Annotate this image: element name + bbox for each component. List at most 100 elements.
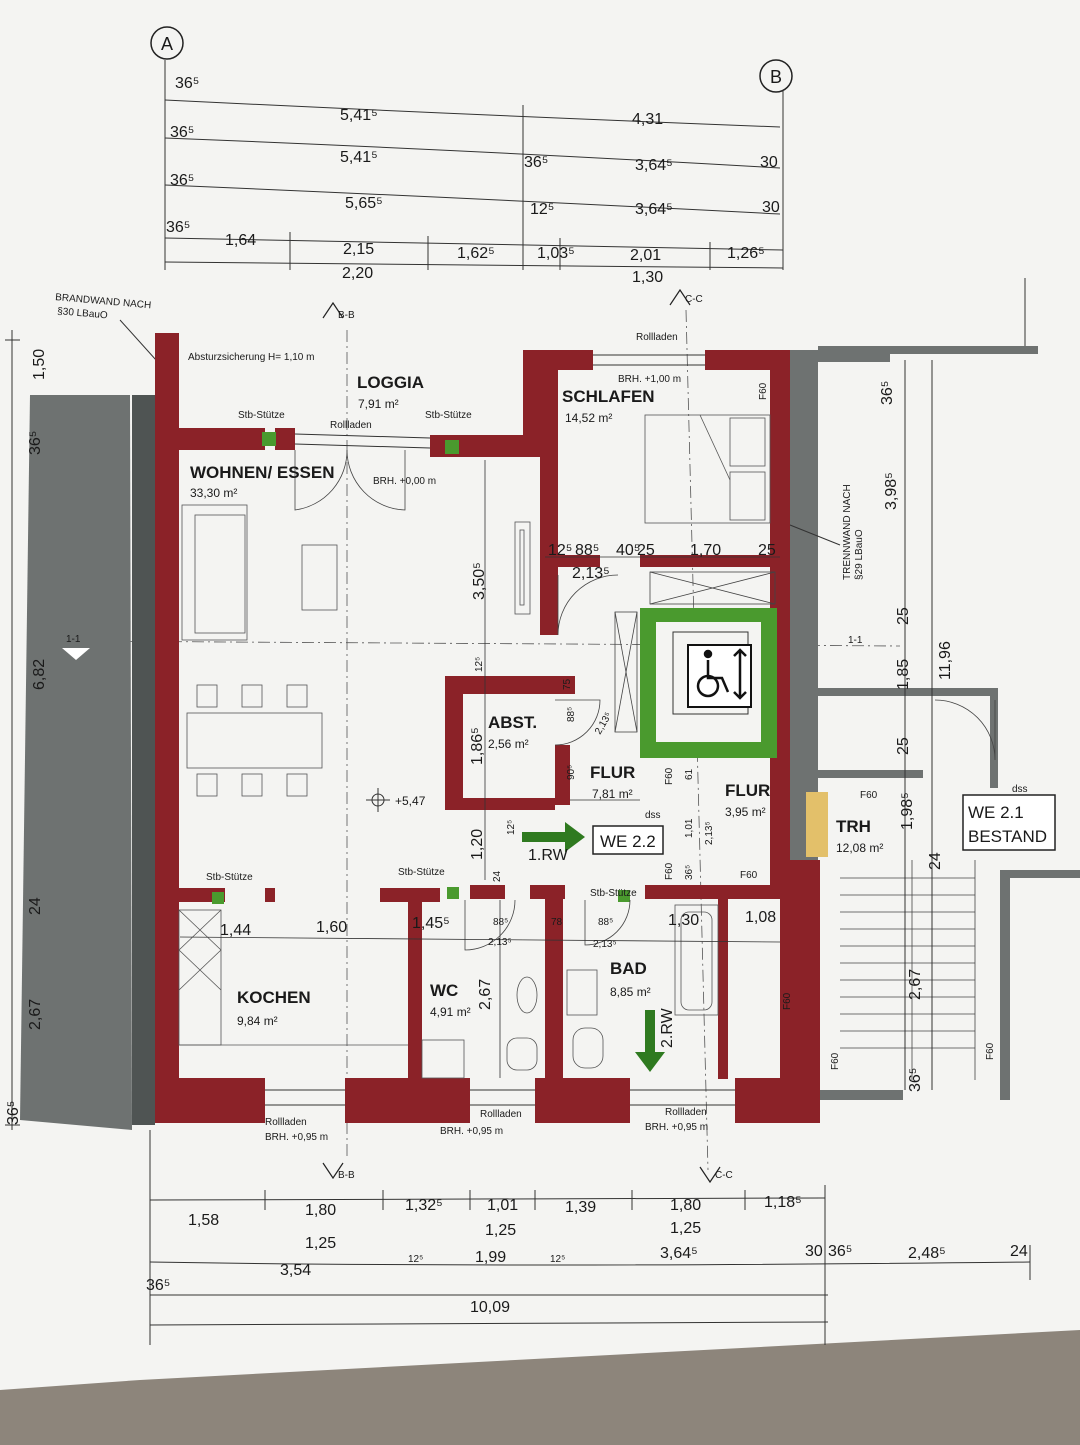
left-gray-wall [20,395,132,1130]
column-2 [445,440,459,454]
left-dimension-lines [5,330,20,1130]
section-cc-bottom-marker [699,1166,721,1184]
bottom-dim-r2-j: 24 [1010,1243,1028,1260]
top-dim-r3-b: 5,65⁵ [345,195,383,212]
note-f60-4: F60 [740,870,758,881]
bottom-dim-r1-c: 1,32⁵ [405,1197,443,1214]
room-trh-area: 12,08 m² [836,841,883,855]
bottom-dim-r2-c: 12⁵ [408,1254,423,1265]
bad-toilet [572,1027,604,1069]
right-dim-j: 36⁵ [907,1068,924,1092]
neighbor-mid-wall-v [990,688,998,788]
left-dim-b: 36⁵ [27,431,44,455]
right-dim-d: 1,85 [895,659,912,690]
bathtub [674,904,719,1016]
bottom-dim-r1-g: 1,18⁵ [764,1194,802,1211]
room-bad-name: BAD [610,959,647,978]
room-flur1-name: FLUR [590,763,635,782]
note-brh-top: BRH. +1,00 m [618,374,681,385]
section-11-left-label: 1-1 [66,634,81,645]
note-stb-1: Stb-Stütze [238,410,285,421]
bottom-dim-r2-h: 36⁵ [828,1243,852,1260]
note-brandwand-ref: §30 LBauO [57,306,109,321]
note-rollladen-mid: Rollladen [330,420,372,431]
column-4 [447,887,459,899]
column-3 [212,892,224,904]
top-dim-sub-b: 1,30 [632,269,663,286]
unit-we21-box [962,794,1056,851]
bottom-dimension-lines [149,1130,1031,1345]
note-rollladen-b1: Rollladen [265,1117,307,1128]
column-5 [618,890,630,902]
room-loggia-area: 7,91 m² [358,397,399,411]
top-dim-r3-e: 30 [762,199,780,216]
top-dim-r3-c: 12⁵ [530,201,554,218]
top-dim-r4-b: 1,64 [225,232,256,249]
inner-dim-17: 2,13⁵ [704,821,715,845]
wall-left-outer [155,333,179,1123]
room-abst-name: ABST. [488,713,537,732]
note-absturz: Absturzsicherung H= 1,10 m [188,352,314,363]
left-dim-c: 6,82 [31,659,48,690]
inner-dim-18: 1,20 [469,829,486,860]
left-gray-wall-edge [132,395,155,1125]
room-wc-name: WC [430,981,458,1000]
section-bb-bottom-marker [322,1162,344,1180]
note-trennwand-ref: §29 LBauO [854,529,865,580]
unit-we22-box [592,825,664,855]
inner-dim-13: 1,86⁵ [469,727,486,765]
bestand-wall [1000,870,1010,1100]
inner-dim-7: 2,13⁵ [572,565,610,582]
note-f60-6: F60 [782,992,793,1010]
lower-dim-g: 88⁵ [598,917,613,928]
note-f60-3: F60 [664,862,675,880]
lower-dim-a: 1,44 [220,922,251,939]
left-dim-d: 24 [27,897,44,915]
note-rollladen-b3: Rollladen [665,1107,707,1118]
room-flur2-name: FLUR [725,781,770,800]
bottom-dim-r2-e: 12⁵ [550,1254,565,1265]
right-dim-h: 24 [927,852,944,870]
top-dim-r4-d: 1,62⁵ [457,245,495,262]
inner-dim-2: 88⁵ [575,542,599,559]
top-dim-r4-e: 1,03⁵ [537,245,575,262]
section-cc-top-marker [669,288,691,306]
level-label: +5,47 [395,794,426,808]
fire-door [806,792,828,857]
trh-bottom-wall [818,1090,903,1100]
lower-dim-b: 1,60 [316,919,347,936]
top-dim-r4-f: 2,01 [630,247,661,264]
shaft-ducts [614,571,776,733]
inner-dim-19: 12⁵ [506,820,517,835]
staircase [840,860,976,1080]
bottom-dim-r3-a: 10,09 [470,1299,510,1316]
grid-axis-a-label: A [161,34,173,54]
furniture [178,414,771,1079]
unit-we22-label: WE 2.2 [600,832,656,851]
room-kochen-name: KOCHEN [237,988,311,1007]
bottom-dim-r2-a: 36⁵ [146,1277,170,1294]
inner-dim-4: 25 [637,542,655,559]
inner-dim-16: 1,01 [684,818,695,838]
room-wohnen-area: 33,30 m² [190,486,237,500]
note-stb-2: Stb-Stütze [425,410,472,421]
room-schlafen-area: 14,52 m² [565,411,612,425]
top-dim-sub-a: 2,20 [342,265,373,282]
section-bb-bottom-label: B-B [338,1170,355,1181]
sofa [181,504,248,641]
bed [644,414,771,524]
inner-dim-15: 61 [684,768,695,780]
left-dim-a: 1,50 [31,349,48,380]
left-dim-f: 36⁵ [5,1101,22,1125]
note-stb-4: Stb-Stütze [398,867,445,878]
right-dim-i: 2,67 [907,969,924,1000]
inner-dim-14: 90⁵ [566,765,577,780]
room-flur2-area: 3,95 m² [725,805,766,819]
lower-dim-c: 1,45⁵ [412,915,450,932]
bottom-dim-sub-a: 1,25 [305,1235,336,1252]
note-dss-1: dss [645,810,661,821]
bottom-dim-r2-g: 30 [805,1243,823,1260]
doors [294,449,996,951]
escape-route-arrow-1 [522,822,585,852]
bad-sink [566,969,598,1016]
